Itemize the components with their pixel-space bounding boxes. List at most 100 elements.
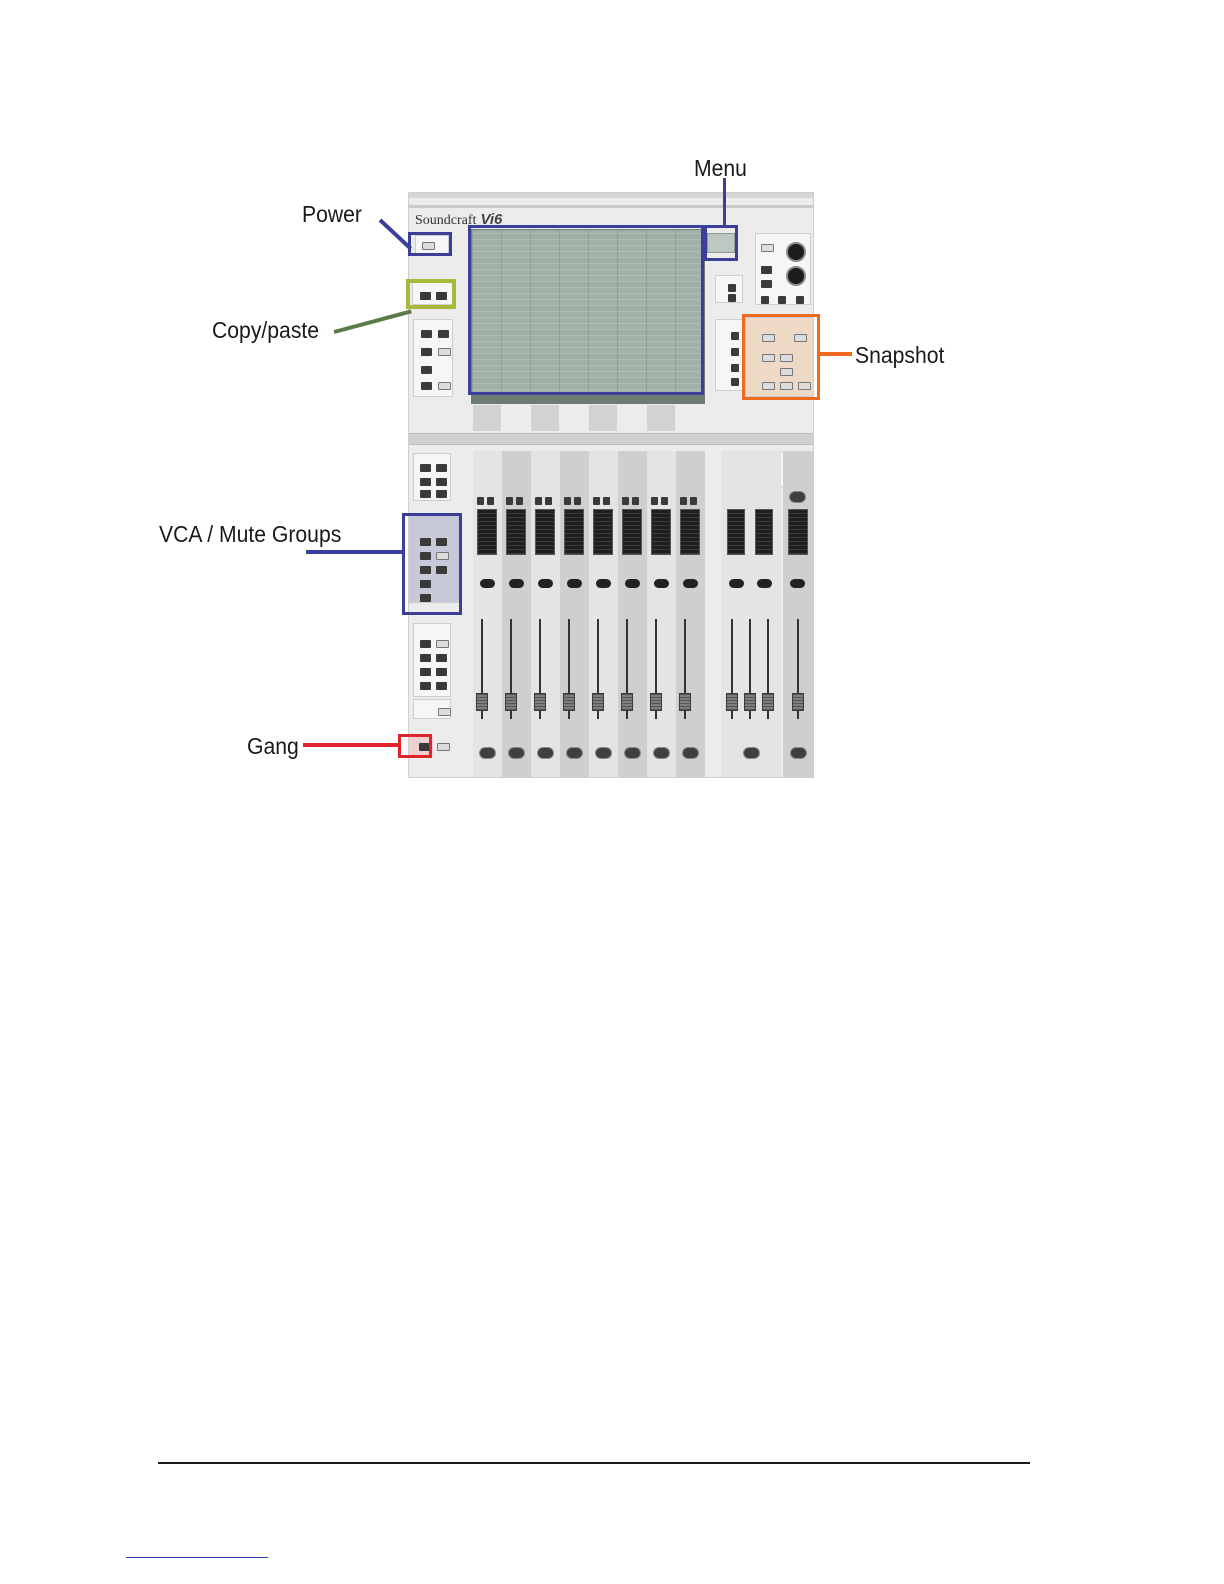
panel-button[interactable] <box>438 330 449 338</box>
edit-button[interactable] <box>728 284 736 292</box>
edit-button[interactable] <box>728 294 736 302</box>
panel-button[interactable] <box>420 654 431 662</box>
vca-callout-line <box>306 550 404 554</box>
strip-solo-button[interactable] <box>487 497 494 505</box>
assign-button[interactable] <box>731 364 739 372</box>
channel-on-button[interactable] <box>729 579 744 588</box>
gang-callout-line <box>303 743 399 747</box>
strip-solo-button[interactable] <box>516 497 523 505</box>
channel-on-button[interactable] <box>596 579 611 588</box>
panel-button[interactable] <box>436 654 447 662</box>
panel-button[interactable] <box>421 382 432 390</box>
strip-select-button[interactable] <box>651 497 658 505</box>
round-button[interactable] <box>789 491 806 503</box>
fader-cap-icon[interactable] <box>762 693 774 711</box>
rotary-knob-icon[interactable] <box>786 266 806 286</box>
rotary-knob-icon[interactable] <box>786 242 806 262</box>
strip-bottom-button[interactable] <box>624 747 641 759</box>
panel-button[interactable] <box>436 464 447 472</box>
panel-button[interactable] <box>421 366 432 374</box>
fader-cap-icon[interactable] <box>534 693 546 711</box>
strip-solo-button[interactable] <box>574 497 581 505</box>
snapshot-highlight <box>742 314 820 400</box>
panel-button[interactable] <box>436 668 447 676</box>
strip-bottom-button[interactable] <box>682 747 699 759</box>
strip-select-button[interactable] <box>622 497 629 505</box>
fader-cap-icon[interactable] <box>476 693 488 711</box>
channel-strip <box>473 451 502 778</box>
fader-cap-icon[interactable] <box>650 693 662 711</box>
channel-on-button[interactable] <box>480 579 495 588</box>
channel-on-button[interactable] <box>654 579 669 588</box>
strip-select-button[interactable] <box>477 497 484 505</box>
strip-solo-button[interactable] <box>545 497 552 505</box>
panel-button[interactable] <box>420 640 431 648</box>
channel-on-button[interactable] <box>790 579 805 588</box>
channel-on-button[interactable] <box>509 579 524 588</box>
flip-button[interactable] <box>438 708 451 716</box>
strip-bottom-button[interactable] <box>537 747 554 759</box>
fader-mode-panel <box>413 453 451 501</box>
panel-button[interactable] <box>778 296 786 304</box>
panel-button[interactable] <box>420 490 431 498</box>
panel-button[interactable] <box>436 490 447 498</box>
channel-strip <box>502 451 531 778</box>
footer-link-underline[interactable] <box>126 1557 268 1558</box>
strip-bottom-button[interactable] <box>479 747 496 759</box>
panel-button[interactable] <box>420 478 431 486</box>
strip-solo-button[interactable] <box>690 497 697 505</box>
strip-bottom-button[interactable] <box>595 747 612 759</box>
strip-select-button[interactable] <box>535 497 542 505</box>
fader-cap-icon[interactable] <box>621 693 633 711</box>
panel-button[interactable] <box>761 266 772 274</box>
fader-cap-icon[interactable] <box>744 693 756 711</box>
strip-select-button[interactable] <box>564 497 571 505</box>
fader-cap-icon[interactable] <box>792 693 804 711</box>
strip-solo-button[interactable] <box>603 497 610 505</box>
panel-button[interactable] <box>420 464 431 472</box>
strip-solo-button[interactable] <box>661 497 668 505</box>
channel-on-button[interactable] <box>683 579 698 588</box>
assign-button[interactable] <box>731 378 739 386</box>
panel-button[interactable] <box>761 244 774 252</box>
panel-button[interactable] <box>436 478 447 486</box>
channel-on-button[interactable] <box>538 579 553 588</box>
channel-on-button[interactable] <box>757 579 772 588</box>
flip-panel <box>413 699 451 719</box>
panel-button[interactable] <box>761 296 769 304</box>
panel-button[interactable] <box>438 382 451 390</box>
gang-side-button[interactable] <box>437 743 450 751</box>
panel-button[interactable] <box>420 682 431 690</box>
channel-on-button[interactable] <box>625 579 640 588</box>
panel-button[interactable] <box>761 280 772 288</box>
panel-button[interactable] <box>436 640 449 648</box>
strip-select-button[interactable] <box>680 497 687 505</box>
level-meter <box>564 509 584 555</box>
strip-bottom-button[interactable] <box>508 747 525 759</box>
strip-bottom-button[interactable] <box>566 747 583 759</box>
panel-button[interactable] <box>436 682 447 690</box>
strip-solo-button[interactable] <box>632 497 639 505</box>
gang-label: Gang <box>247 733 299 760</box>
strip-select-button[interactable] <box>506 497 513 505</box>
strip-select-button[interactable] <box>593 497 600 505</box>
assign-button[interactable] <box>731 332 739 340</box>
panel-button[interactable] <box>421 330 432 338</box>
vca-mute-groups-label: VCA / Mute Groups <box>159 521 341 548</box>
snapshot-label: Snapshot <box>855 342 944 369</box>
strip-bottom-button[interactable] <box>743 747 760 759</box>
panel-button[interactable] <box>438 348 451 356</box>
fader-cap-icon[interactable] <box>726 693 738 711</box>
channel-on-button[interactable] <box>567 579 582 588</box>
strip-bottom-button[interactable] <box>653 747 670 759</box>
strip-bottom-button[interactable] <box>790 747 807 759</box>
top-rail-2 <box>409 205 813 208</box>
fader-cap-icon[interactable] <box>505 693 517 711</box>
panel-button[interactable] <box>421 348 432 356</box>
fader-cap-icon[interactable] <box>592 693 604 711</box>
assign-button[interactable] <box>731 348 739 356</box>
fader-cap-icon[interactable] <box>563 693 575 711</box>
panel-button[interactable] <box>420 668 431 676</box>
fader-cap-icon[interactable] <box>679 693 691 711</box>
panel-button[interactable] <box>796 296 804 304</box>
